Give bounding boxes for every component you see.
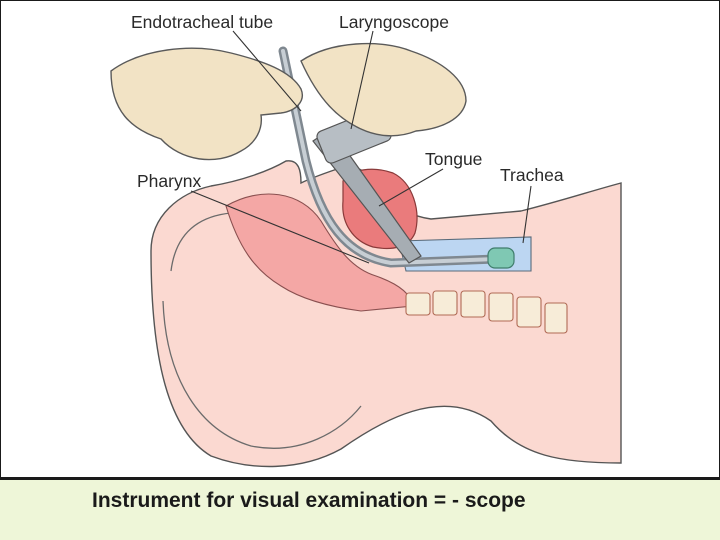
label-endotracheal-tube: Endotracheal tube bbox=[131, 12, 273, 32]
spine bbox=[405, 290, 568, 334]
right-gloved-hand bbox=[300, 42, 467, 137]
label-pharynx: Pharynx bbox=[137, 171, 201, 191]
caption-text: Instrument for visual examination = - sc… bbox=[92, 489, 526, 512]
label-tongue: Tongue bbox=[425, 149, 482, 169]
caption-bar: Instrument for visual examination = - sc… bbox=[0, 478, 720, 540]
anatomy-diagram: Endotracheal tube Laryngoscope Tongue Ph… bbox=[110, 12, 622, 468]
tube-cuff bbox=[487, 247, 515, 269]
pharynx-region bbox=[225, 193, 414, 312]
label-trachea: Trachea bbox=[500, 165, 564, 185]
leader-lines bbox=[190, 30, 532, 264]
intubation-illustration: Endotracheal tube Laryngoscope Tongue Ph… bbox=[0, 0, 720, 478]
label-laryngoscope: Laryngoscope bbox=[339, 12, 449, 32]
left-gloved-hand bbox=[110, 47, 303, 161]
